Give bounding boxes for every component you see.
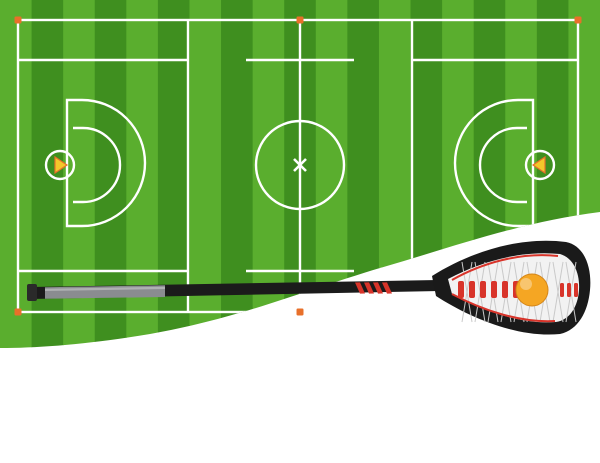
grass-stripe <box>378 0 412 348</box>
corner-marker <box>296 16 304 24</box>
corner-marker <box>574 16 582 24</box>
head-string <box>567 283 571 297</box>
head-string <box>480 281 486 298</box>
mesh-line <box>461 261 473 323</box>
center-circle <box>254 119 346 211</box>
shaft-grip-highlight <box>45 286 165 291</box>
head-string <box>469 281 475 298</box>
grass-stripe <box>189 0 222 348</box>
x-mark-icon <box>293 158 307 172</box>
corner-marker <box>14 308 22 316</box>
stick-head <box>432 240 591 335</box>
corner-marker <box>296 308 304 316</box>
mesh-line <box>552 261 564 323</box>
left-goal-area <box>65 98 147 228</box>
head-sidewall-bottom <box>451 293 556 323</box>
grass-stripe <box>410 0 443 348</box>
left-crease-arc <box>73 126 122 204</box>
goal-triangle-icon <box>54 155 69 175</box>
shaft-stripe <box>364 282 374 294</box>
lacrosse-ball <box>515 273 549 307</box>
corner-marker <box>14 16 22 24</box>
right-goal-area <box>453 98 535 228</box>
right-goal-crease <box>524 149 556 181</box>
shaft-stripe <box>382 282 392 294</box>
corner-markers <box>14 16 582 316</box>
goal-triangle-icon <box>531 155 546 175</box>
grass-stripe <box>157 0 190 348</box>
head-string <box>560 283 564 297</box>
grass-stripe <box>0 0 33 348</box>
right-crease-arc <box>478 126 527 204</box>
shaft-stripe <box>355 282 365 294</box>
head-string <box>502 281 508 298</box>
shaft-stripes <box>355 282 392 294</box>
grass-stripe <box>315 0 348 348</box>
head-string <box>574 283 578 297</box>
grass-stripe <box>94 0 127 348</box>
head-string <box>491 281 497 298</box>
grass-stripe <box>221 0 254 348</box>
head-strings <box>458 281 578 298</box>
grass-stripe <box>347 0 380 348</box>
lacrosse-stick <box>27 240 591 335</box>
ball-highlight <box>520 278 532 290</box>
head-string <box>458 281 464 298</box>
left-goal-crease <box>44 149 76 181</box>
shaft-end-cap <box>27 284 37 301</box>
shaft-stripe <box>373 282 383 294</box>
head-sidewall <box>451 254 559 281</box>
